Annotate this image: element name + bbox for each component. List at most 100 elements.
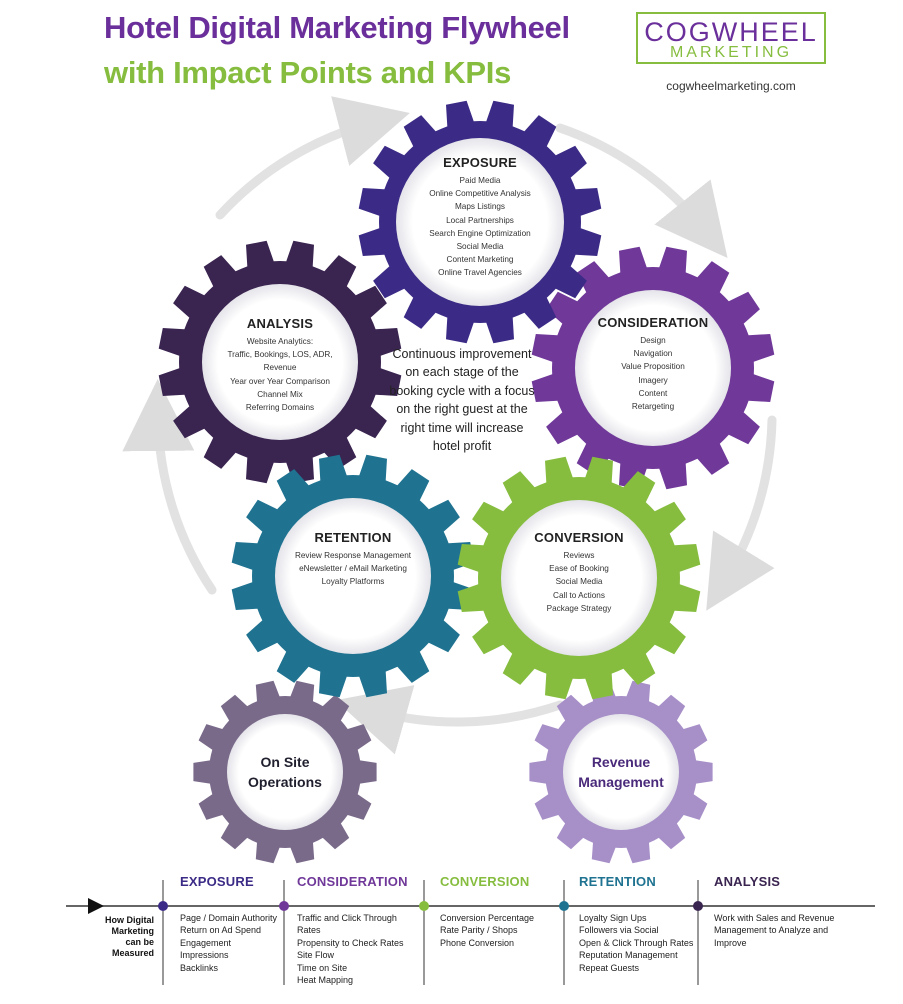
kpi-conversion-title: CONVERSION	[440, 874, 530, 889]
cycle-arrow-retention-to-analysis	[122, 379, 217, 595]
list-item: Phone Conversion	[440, 937, 515, 948]
gear-retention-text: RETENTION Review Response Management eNew…	[273, 530, 433, 589]
kpi-analysis-title: ANALYSIS	[714, 874, 781, 889]
list-item: Marketing	[111, 926, 154, 936]
list-item: Backlinks	[180, 962, 219, 973]
kpi-dot-consideration	[279, 901, 289, 911]
gear-retention-center	[275, 498, 431, 654]
list-item: How Digital	[105, 915, 154, 925]
list-item: Paid Media	[459, 176, 501, 185]
gear-consideration-center	[575, 290, 731, 446]
list-item: Return on Ad Spend	[180, 925, 262, 936]
list-item: Local Partnerships	[446, 215, 514, 225]
list-item: Traffic, Bookings, LOS, ADR,	[227, 350, 333, 360]
list-item: Heat Mapping	[297, 975, 354, 986]
gear-on-site-operations	[193, 680, 377, 864]
gear-on-site-operations-label: On Site Operations	[225, 752, 345, 792]
cycle-arrow-exposure-to-consideration	[555, 123, 728, 259]
cogwheel-logo[interactable]: COGWHEEL MARKETING	[636, 12, 826, 64]
title-line-1: Hotel Digital Marketing Flywheel	[104, 10, 570, 45]
list-item: Content	[638, 388, 668, 398]
list-item: Revenue	[263, 363, 297, 373]
gear-consideration-title: CONSIDERATION	[597, 315, 709, 330]
list-item: Rate Parity / Shops	[440, 925, 518, 936]
list-item: Impressions	[180, 950, 229, 961]
list-item: Site Flow	[297, 950, 335, 961]
list-item: Management to Analyze and	[714, 925, 829, 936]
kpi-dot-conversion	[419, 901, 429, 911]
list-item: Open & Click Through Rates	[579, 937, 694, 948]
list-item: Year over Year Comparison	[230, 376, 330, 386]
center-summary-text: Continuous improvement on each stage of …	[389, 347, 535, 454]
gear-analysis	[158, 240, 402, 484]
list-item: Reviews	[563, 551, 595, 560]
gear-conversion	[457, 456, 701, 700]
gear-retention-title: RETENTION	[314, 530, 392, 545]
list-item: Online Travel Agencies	[438, 268, 522, 278]
logo-wordmark-bottom: MARKETING	[669, 44, 793, 61]
list-item: Design	[640, 336, 666, 345]
kpi-dot-retention	[559, 901, 569, 911]
gear-analysis-center	[202, 284, 358, 440]
list-item: Content Marketing	[446, 255, 514, 265]
gear-revenue-management	[529, 680, 713, 864]
title-line-2: with Impact Points and KPIs	[104, 55, 512, 90]
kpi-timeline-start-arrow	[88, 898, 104, 914]
cycle-arrow-analysis-to-exposure	[215, 96, 410, 220]
list-item: Page / Domain Authority	[180, 913, 278, 923]
list-item: Maps Listings	[454, 202, 506, 212]
cycle-arrow-consideration-to-conversion	[706, 415, 777, 611]
kpi-dot-analysis	[693, 901, 703, 911]
list-item: Search Engine Optimization	[429, 228, 531, 238]
gear-analysis-items: Website Analytics: Traffic, Bookings, LOS…	[200, 335, 360, 414]
gear-on-site-line-2: Operations	[248, 774, 322, 790]
gear-on-site-operations-center	[227, 714, 343, 830]
list-item: Improve	[714, 937, 747, 948]
list-item: Traffic and Click Through	[297, 913, 397, 923]
gear-revenue-line-1: Revenue	[591, 754, 651, 770]
list-item: Website Analytics:	[246, 337, 314, 346]
list-item: Measured	[111, 948, 154, 958]
list-item: Propensity to Check Rates	[297, 937, 404, 948]
logo-wordmark-top: COGWHEEL	[644, 17, 818, 47]
list-item: Reputation Management	[579, 950, 678, 961]
gear-analysis-title: ANALYSIS	[246, 316, 314, 331]
list-item: Review Response Management	[294, 551, 412, 560]
gear-consideration	[531, 246, 775, 490]
list-item: can be	[125, 937, 154, 947]
list-item: Channel Mix	[257, 389, 303, 399]
flywheel-cycle-arrows	[122, 96, 777, 755]
list-item: Conversion Percentage	[440, 913, 535, 923]
list-item: eNewsletter / eMail Marketing	[299, 564, 407, 574]
list-item: Referring Domains	[245, 403, 315, 413]
gear-exposure-title: EXPOSURE	[443, 155, 517, 170]
kpi-dot-exposure	[158, 901, 168, 911]
gear-exposure-center	[396, 138, 564, 306]
kpi-consideration-title: CONSIDERATION	[297, 874, 408, 889]
gear-exposure	[358, 100, 602, 344]
kpi-retention-title: RETENTION	[579, 874, 656, 889]
list-item: Retargeting	[631, 402, 675, 412]
cycle-arrow-conversion-to-retention	[335, 685, 565, 755]
kpi-exposure-title: EXPOSURE	[180, 874, 254, 889]
list-item: Ease of Booking	[549, 564, 609, 574]
logo-url-link[interactable]: cogwheelmarketing.com	[666, 79, 796, 93]
gear-conversion-center	[501, 500, 657, 656]
gear-analysis-text: ANALYSIS Website Analytics: Traffic, Book…	[200, 316, 360, 414]
list-item: Online Competitive Analysis	[429, 189, 531, 199]
list-item: Package Strategy	[546, 603, 612, 613]
